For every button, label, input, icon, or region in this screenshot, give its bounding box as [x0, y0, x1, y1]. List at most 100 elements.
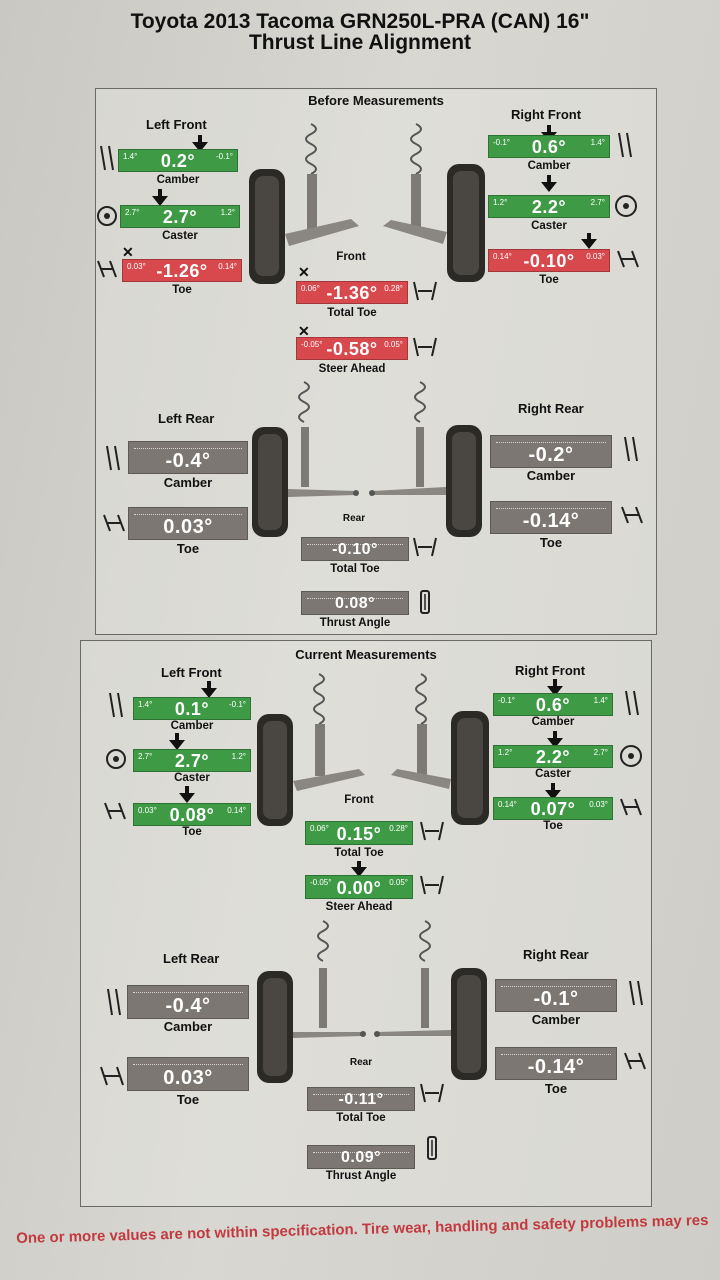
- current-right-rear-label: Right Rear: [523, 947, 589, 962]
- current-rf-toe-arrow-icon: [545, 790, 561, 800]
- current-front-total-toe-min: 0.06°: [310, 824, 329, 833]
- current-rf-camber-caption: Camber: [531, 716, 575, 728]
- current-thrust-angle-caption: Thrust Angle: [325, 1170, 397, 1182]
- camber-wheel-icon: [109, 692, 123, 718]
- current-rr-camber-value: -0.1°: [533, 988, 579, 1010]
- out-of-spec-warning: One or more values are not within specif…: [16, 1211, 709, 1247]
- toe-wheel-icon: [624, 1052, 646, 1070]
- before-rf-caster-caption: Caster: [531, 220, 567, 232]
- current-lf-caster-arrow-stem: [175, 733, 179, 741]
- camber-wheel-icon: [629, 980, 643, 1006]
- current-lf-camber-min: 1.4°: [138, 700, 153, 709]
- total-toe-icon: [420, 1083, 444, 1103]
- front-suspension-illustration: [257, 673, 489, 826]
- before-rear-total-toe-caption: Total Toe: [330, 563, 380, 575]
- current-lr-camber-gauge: -0.4°: [127, 985, 249, 1019]
- current-rr-toe-gauge: -0.14°: [495, 1047, 617, 1080]
- current-lf-toe-max: 0.14°: [227, 806, 246, 815]
- current-rf-caster-caption: Caster: [535, 768, 571, 780]
- steer-ahead-icon: [413, 337, 437, 357]
- current-rf-camber-arrow-icon: [547, 686, 563, 696]
- camber-wheel-icon: [624, 436, 638, 462]
- camber-wheel-icon: [100, 145, 114, 171]
- current-lf-camber-value: 0.1°: [174, 699, 210, 719]
- current-steer-ahead-arrow-icon: [351, 867, 367, 877]
- before-lf-toe-min: 0.03°: [127, 262, 146, 271]
- caster-wheel-icon: [620, 745, 642, 767]
- current-lf-camber-arrow-stem: [207, 681, 211, 689]
- toe-wheel-icon: [620, 798, 642, 816]
- before-rf-toe-value: -0.10°: [523, 251, 575, 271]
- thrust-angle-icon: [427, 1136, 437, 1160]
- before-rear-total-toe-gauge: -0.10°: [301, 537, 409, 561]
- before-lf-camber-gauge: 1.4° -0.1° 0.2°: [118, 149, 238, 172]
- steer-ahead-icon: [420, 875, 444, 895]
- gauge-ticks: [307, 544, 403, 546]
- total-toe-icon: [420, 821, 444, 841]
- current-front-steer-ahead-gauge: -0.05° 0.05° 0.00°: [305, 875, 413, 899]
- current-rear-total-toe-caption: Total Toe: [336, 1112, 386, 1124]
- before-lr-camber-gauge: -0.4°: [128, 441, 248, 474]
- toe-wheel-icon: [617, 250, 639, 268]
- gauge-ticks: [313, 1152, 409, 1154]
- current-rf-toe-min: 0.14°: [498, 800, 517, 809]
- before-lf-caster-caption: Caster: [162, 230, 198, 242]
- gauge-ticks: [496, 442, 606, 444]
- before-rf-camber-arrow-stem: [547, 125, 551, 133]
- caster-wheel-icon: [106, 749, 126, 769]
- caster-wheel-icon: [97, 206, 117, 226]
- current-lf-toe-min: 0.03°: [138, 806, 157, 815]
- before-rear-total-toe-value: -0.10°: [332, 541, 378, 558]
- current-front-total-toe-gauge: 0.06° 0.28° 0.15°: [305, 821, 413, 845]
- current-rr-toe-caption: Toe: [544, 1081, 568, 1096]
- current-rf-camber-gauge: -0.1° 1.4° 0.6°: [493, 693, 613, 716]
- current-rf-caster-arrow-icon: [547, 738, 563, 748]
- current-rf-caster-arrow-stem: [553, 731, 557, 739]
- current-lf-toe-caption: Toe: [182, 826, 202, 838]
- current-rear-total-toe-value: -0.11°: [338, 1091, 384, 1108]
- before-rf-camber-max: 1.4°: [590, 138, 605, 147]
- rear-suspension-illustration: [252, 381, 482, 537]
- before-lf-camber-arrow-stem: [198, 135, 202, 143]
- current-front-label: Front: [344, 794, 374, 806]
- current-lf-caster-max: 1.2°: [231, 752, 246, 761]
- before-rf-toe-caption: Toe: [539, 274, 559, 286]
- gauge-ticks: [134, 514, 242, 516]
- before-rr-toe-gauge: -0.14°: [490, 501, 612, 534]
- before-total-toe-fail-icon: ✕: [298, 264, 310, 280]
- gauge-ticks: [501, 1054, 611, 1056]
- current-rear-label: Rear: [349, 1057, 373, 1068]
- before-front-total-toe-min: 0.06°: [301, 284, 320, 293]
- before-lf-toe-value: -1.26°: [156, 261, 208, 281]
- report-title: Toyota 2013 Tacoma GRN250L-PRA (CAN) 16": [130, 10, 590, 33]
- current-rf-toe-value: 0.07°: [530, 799, 576, 819]
- before-rf-camber-min: -0.1°: [493, 138, 510, 147]
- current-lr-toe-gauge: 0.03°: [127, 1057, 249, 1091]
- current-lf-caster-min: 2.7°: [138, 752, 153, 761]
- current-front-steer-ahead-min: -0.05°: [310, 878, 332, 887]
- current-lf-caster-arrow-icon: [169, 740, 185, 750]
- before-lf-toe-gauge: 0.03° 0.14° -1.26°: [122, 259, 242, 282]
- report-subtitle: Thrust Line Alignment: [248, 31, 472, 54]
- gauge-ticks: [501, 986, 611, 988]
- before-front-label: Front: [336, 251, 366, 263]
- current-left-front-label: Left Front: [161, 665, 222, 680]
- current-panel-title: Current Measurements: [295, 647, 437, 662]
- current-front-total-toe-value: 0.15°: [336, 824, 382, 844]
- before-rr-camber-caption: Camber: [526, 468, 576, 483]
- before-lf-camber-value: 0.2°: [160, 151, 196, 171]
- camber-wheel-icon: [107, 988, 121, 1016]
- current-thrust-angle-value: 0.09°: [340, 1149, 382, 1166]
- before-rf-toe-arrow-stem: [587, 233, 591, 241]
- before-lf-toe-fail-icon: ✕: [122, 244, 134, 260]
- thrust-angle-icon: [420, 590, 430, 614]
- before-thrust-angle-value: 0.08°: [334, 595, 376, 612]
- current-rf-caster-gauge: 1.2° 2.7° 2.2°: [493, 745, 613, 768]
- before-lr-camber-caption: Camber: [163, 475, 213, 490]
- toe-wheel-icon: [621, 506, 643, 524]
- current-rear-total-toe-gauge: -0.11°: [307, 1087, 415, 1111]
- current-front-steer-ahead-max: 0.05°: [389, 878, 408, 887]
- before-thrust-angle-gauge: 0.08°: [301, 591, 409, 615]
- current-lr-toe-caption: Toe: [176, 1092, 200, 1107]
- current-lf-camber-gauge: 1.4° -0.1° 0.1°: [133, 697, 251, 720]
